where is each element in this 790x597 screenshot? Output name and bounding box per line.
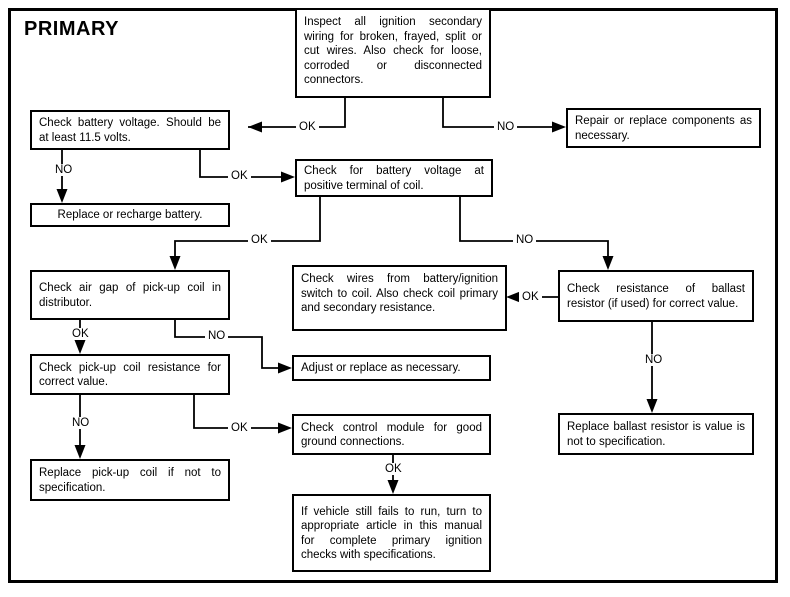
node-check-battery-voltage-coil: Check for battery voltage at positive te…	[295, 159, 493, 197]
edge-label-no-inspect-to-repair: NO	[494, 121, 518, 133]
node-text: If vehicle still fails to run, turn to a…	[301, 505, 482, 562]
edge-label-no-battery-to-recharge: NO	[52, 164, 76, 176]
node-text: Check air gap of pick-up coil in distrib…	[39, 282, 221, 309]
node-check-pickup-coil-resistance: Check pick-up coil resistance for correc…	[30, 354, 230, 395]
node-replace-recharge-battery: Replace or recharge battery.	[30, 203, 230, 227]
node-check-battery-voltage: Check battery voltage. Should be at leas…	[30, 110, 230, 150]
node-check-ballast-resistance: Check resistance of ballast resistor (if…	[558, 270, 754, 322]
node-text: Replace pick-up coil if not to specifica…	[39, 467, 221, 494]
node-replace-pickup-coil: Replace pick-up coil if not to specifica…	[30, 459, 230, 501]
node-text: Check pick-up coil resistance for correc…	[39, 361, 221, 389]
node-repair-replace-components: Repair or replace components as necessar…	[566, 108, 761, 148]
edge-label-ok-airgap-to-pickup: OK	[69, 328, 92, 340]
edge-label-ok-inspect-to-battery: OK	[296, 121, 319, 133]
node-replace-ballast-resistor: Replace ballast resistor is value is not…	[558, 413, 754, 455]
edge-label-ok-coil-to-airgap: OK	[248, 234, 271, 246]
edge-label-ok-pickup-to-module: OK	[228, 422, 251, 434]
node-text: Check control module for good ground con…	[301, 421, 482, 449]
node-text: Check for battery voltage at positive te…	[304, 165, 484, 192]
node-text: Check resistance of ballast resistor (if…	[567, 283, 745, 310]
edge-label-no-pickup-to-replace: NO	[69, 417, 93, 429]
node-check-air-gap: Check air gap of pick-up coil in distrib…	[30, 270, 230, 320]
page-title: PRIMARY	[24, 18, 119, 40]
node-check-control-module: Check control module for good ground con…	[292, 414, 491, 455]
edge-label-ok-battery-to-coil: OK	[228, 170, 251, 182]
edge-label-ok-ballast-to-wires: OK	[519, 291, 542, 303]
node-text: Inspect all ignition secondary wiring fo…	[304, 16, 482, 86]
node-text: Check battery voltage. Should be at leas…	[39, 117, 221, 144]
edge-label-no-ballast-to-replace: NO	[642, 354, 666, 366]
node-text: Replace ballast resistor is value is not…	[567, 421, 745, 448]
node-inspect-secondary-wiring: Inspect all ignition secondary wiring fo…	[295, 8, 491, 98]
node-vehicle-still-fails: If vehicle still fails to run, turn to a…	[292, 494, 491, 572]
node-check-wires-battery-ignition: Check wires from battery/ignition switch…	[292, 265, 507, 331]
node-text: Replace or recharge battery.	[57, 209, 203, 222]
node-text: Adjust or replace as necessary.	[301, 362, 461, 375]
edge-label-ok-module-to-fails: OK	[382, 463, 405, 475]
node-adjust-or-replace: Adjust or replace as necessary.	[292, 355, 491, 381]
edge-label-no-airgap-to-adjust: NO	[205, 330, 229, 342]
node-text: Repair or replace components as necessar…	[575, 115, 752, 142]
node-text: Check wires from battery/ignition switch…	[301, 273, 498, 314]
edge-label-no-coil-to-ballast: NO	[513, 234, 537, 246]
